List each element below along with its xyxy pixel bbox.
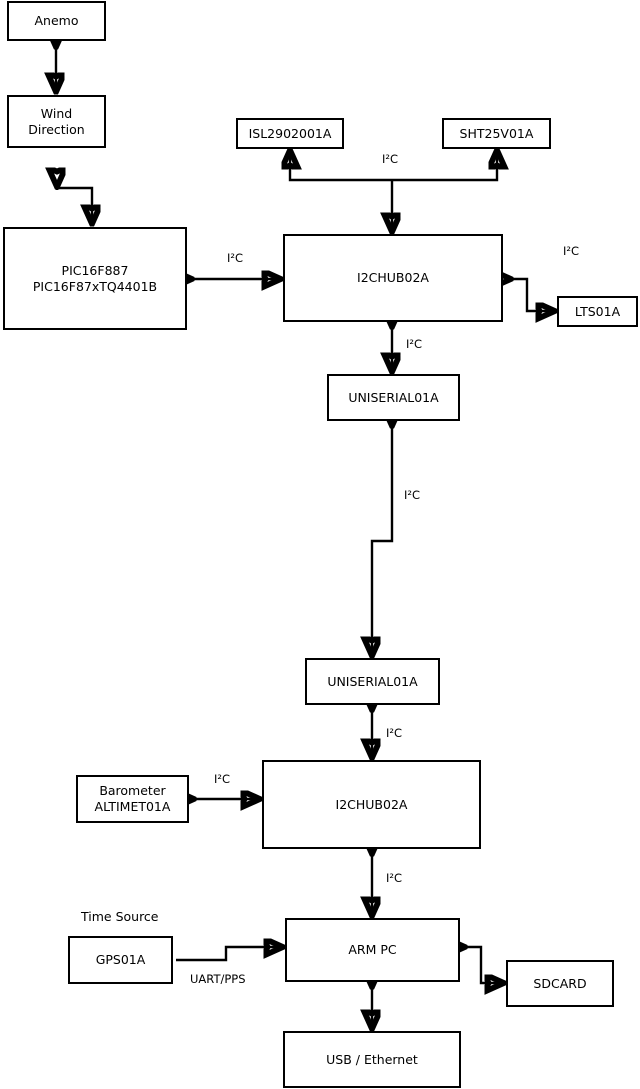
edge-bus-sht <box>392 152 497 182</box>
node-pic-label-line2: PIC16F87xTQ4401B <box>32 278 158 294</box>
node-barometer[interactable]: Barometer ALTIMET01A <box>76 775 189 823</box>
node-arm-pc[interactable]: ARM PC <box>285 918 460 982</box>
edge-label-i2c-pic-hub: I²C <box>227 251 244 265</box>
edge-label-i2c-hub-uniserial-top: I²C <box>406 337 423 351</box>
edge-label-i2c-hub-sensors: I²C <box>382 152 399 166</box>
node-barometer-label-line1: Barometer <box>99 783 166 799</box>
edge-wind-pic <box>57 185 92 222</box>
node-pic-microcontroller[interactable]: PIC16F887 PIC16F87xTQ4401B <box>3 227 187 330</box>
node-wind-direction-label-line1: Wind <box>40 105 73 121</box>
node-usb-ethernet[interactable]: USB / Ethernet <box>283 1031 461 1088</box>
node-anemo-label: Anemo <box>34 13 79 29</box>
edge-armpc-sdcard <box>463 947 502 983</box>
node-i2chub02a-bottom-label: I2CHUB02A <box>335 796 408 812</box>
node-barometer-label-line2: ALTIMET01A <box>94 799 171 814</box>
node-sht25v01a-label: SHT25V01A <box>459 125 534 141</box>
node-lts01a-label: LTS01A <box>574 303 621 319</box>
edge-label-i2c-uniserial-hub-bottom: I²C <box>386 726 403 740</box>
node-isl2902001a[interactable]: ISL2902001A <box>236 118 344 149</box>
node-sht25v01a[interactable]: SHT25V01A <box>442 118 551 149</box>
node-i2chub02a-top[interactable]: I2CHUB02A <box>283 234 503 322</box>
node-pic-label-line1: PIC16F887 <box>61 262 129 278</box>
node-anemo[interactable]: Anemo <box>7 1 106 41</box>
edge-label-i2c-hub-armpc: I²C <box>386 871 403 885</box>
node-uniserial01a-bottom[interactable]: UNISERIAL01A <box>305 658 440 705</box>
node-gps01a[interactable]: GPS01A <box>68 936 173 984</box>
label-time-source: Time Source <box>81 909 159 924</box>
node-usb-ethernet-label: USB / Ethernet <box>326 1051 418 1067</box>
node-arm-pc-label: ARM PC <box>348 942 397 958</box>
node-uniserial01a-top-label: UNISERIAL01A <box>348 389 439 405</box>
edge-bus-isl <box>290 152 392 182</box>
node-uniserial01a-bottom-label: UNISERIAL01A <box>327 673 418 689</box>
edge-label-i2c-barometer-hub: I²C <box>214 772 231 786</box>
node-wind-direction-label-line2: Direction <box>28 121 85 137</box>
node-sdcard[interactable]: SDCARD <box>506 960 614 1007</box>
edge-uniserial-link <box>372 424 392 654</box>
edge-label-i2c-uniserial-link: I²C <box>404 488 421 502</box>
edge-label-uart-pps: UART/PPS <box>190 972 246 986</box>
node-wind-direction[interactable]: Wind Direction <box>7 95 106 148</box>
edge-hubtop-lts <box>509 279 553 311</box>
node-uniserial01a-top[interactable]: UNISERIAL01A <box>327 374 460 421</box>
node-i2chub02a-top-label: I2CHUB02A <box>357 270 429 286</box>
node-gps01a-label: GPS01A <box>95 952 146 968</box>
edge-label-i2c-hub-lts: I²C <box>563 244 580 258</box>
node-i2chub02a-bottom[interactable]: I2CHUB02A <box>262 760 481 849</box>
node-isl2902001a-label: ISL2902001A <box>248 125 332 141</box>
node-lts01a[interactable]: LTS01A <box>557 296 638 327</box>
edge-gps-armpc <box>176 947 281 962</box>
node-sdcard-label: SDCARD <box>533 975 587 991</box>
